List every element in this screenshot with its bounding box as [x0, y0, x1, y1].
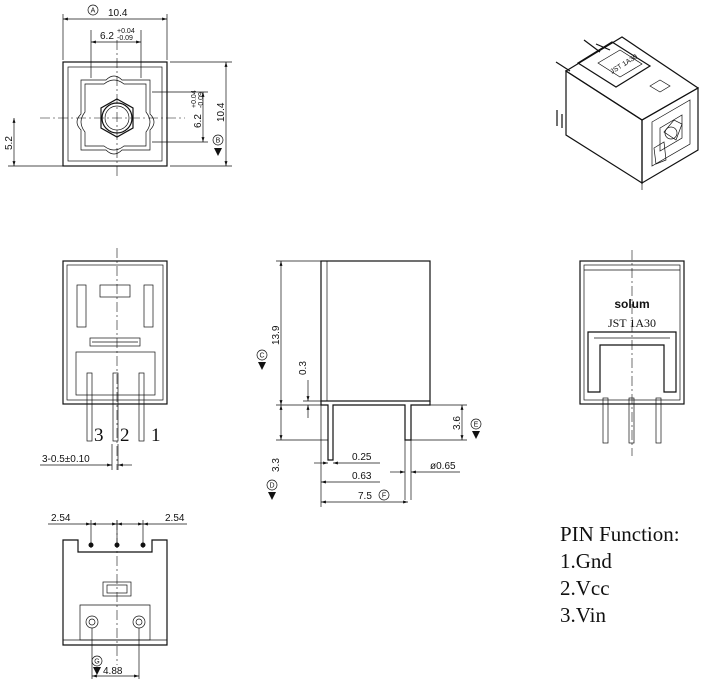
pin-function-item-3: 3.Vin [560, 603, 606, 627]
side-pin-len-dim: 3.3 [271, 458, 282, 472]
ref-d-label: D [269, 483, 274, 490]
rear-view: solum JST 1A30 [579, 250, 685, 456]
bottom-view: 2.54 2.54 4.88 G [48, 513, 187, 679]
pin-label-3: 3 [94, 425, 104, 446]
side-pin-height-dim: 3.6 [452, 416, 463, 430]
ref-g-label: G [94, 659, 99, 666]
side-view: 13.9 C 0.3 3.3 D 3.6 E 0.25 0.63 [256, 260, 482, 507]
top-inner-height-tol-upper: +0.04 [191, 90, 198, 108]
ref-f-label: F [382, 493, 386, 500]
top-view: A 10.4 6.2 +0.04 -0.09 10.4 6.2 +0.04 -0… [4, 4, 232, 178]
pin-label-2: 2 [120, 425, 130, 446]
iso-model-label: JST 1A30 [609, 53, 639, 75]
ref-c-label: C [259, 353, 264, 360]
top-inner-height-dim: 6.2 [193, 114, 204, 128]
top-height-dim: 10.4 [216, 102, 227, 122]
bottom-pitch-left-dim: 2.54 [51, 513, 71, 524]
side-height-dim: 13.9 [271, 325, 282, 345]
ref-a-label: A [91, 8, 96, 15]
front-pin-dim: 3-0.5±0.10 [42, 454, 90, 465]
bottom-pitch-right-dim: 2.54 [165, 513, 185, 524]
pin-function-legend: PIN Function: 1.Gnd 2.Vcc 3.Vin [560, 521, 680, 629]
top-inner-width-tol-lower: -0.09 [117, 35, 133, 42]
front-view: 3 2 1 3-0.5±0.10 [40, 248, 168, 470]
side-depth-dim: 7.5 [358, 491, 372, 502]
ref-e-label: E [474, 422, 479, 429]
side-pin-offset-dim: 0.63 [352, 471, 372, 482]
side-thickness-dim: 0.25 [352, 452, 372, 463]
top-inner-width-dim: 6.2 [100, 31, 114, 42]
pin-function-item-1: 1.Gnd [560, 549, 612, 573]
pin-label-1: 1 [151, 425, 161, 446]
side-step-dim: 0.3 [298, 361, 309, 375]
pin-function-item-2: 2.Vcc [560, 576, 610, 600]
top-inner-width-tol-upper: +0.04 [117, 28, 135, 35]
side-pin-dia-dim: ø0.65 [430, 461, 456, 472]
top-offset-dim: 5.2 [4, 136, 15, 150]
isometric-view: JST 1A30 [555, 36, 700, 190]
top-inner-height-tol-lower: -0.09 [198, 92, 205, 108]
ref-b-label: B [216, 138, 221, 145]
bottom-hole-dim: 4.88 [103, 666, 123, 677]
top-width-dim: 10.4 [108, 8, 128, 19]
pin-function-title: PIN Function: [560, 522, 680, 546]
